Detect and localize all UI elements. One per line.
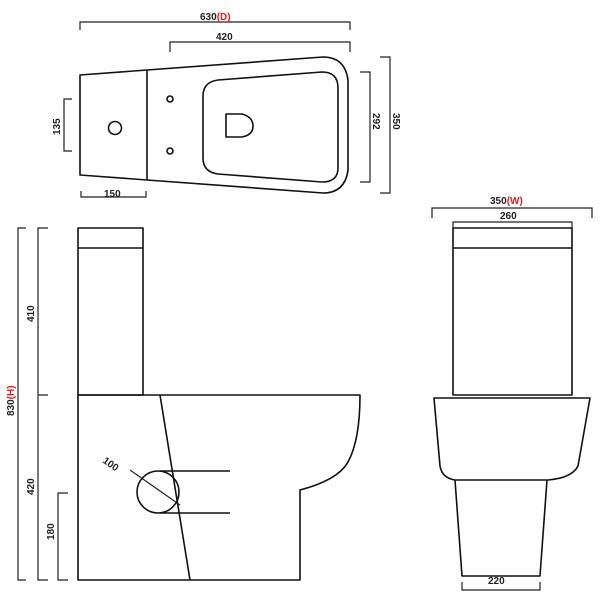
dim-base-width-label: 220 — [488, 576, 505, 587]
dim-line-overall-width — [380, 56, 391, 194]
pan-front-outline — [433, 397, 591, 481]
dim-height-label: 830(H) — [6, 385, 17, 416]
dim-line-width — [431, 207, 593, 218]
cistern-front — [452, 227, 573, 396]
dim-cistern-depth-label: 150 — [104, 189, 121, 200]
dim-line-height — [17, 227, 26, 581]
dim-pan-height-label: 420 — [26, 478, 37, 495]
dim-seat-length-label: 420 — [216, 32, 233, 43]
top-outline — [79, 56, 349, 194]
fixing-hole — [166, 95, 174, 103]
front-view: 350(W) 260 220 — [431, 196, 593, 591]
pan-inner-line — [159, 394, 191, 581]
dim-line-cistern-pan — [37, 227, 48, 581]
dim-line-base-width — [461, 582, 541, 591]
dim-outlet-height-label: 180 — [46, 523, 57, 540]
dim-line-seat-width — [360, 71, 371, 183]
dim-line-outlet — [129, 469, 181, 506]
dim-depth-label: 630(D) — [200, 12, 231, 23]
dim-line-outlet-height — [57, 492, 68, 581]
dim-seat-width-label: 292 — [370, 113, 381, 130]
cistern-side — [77, 227, 144, 396]
flush-button-hole — [107, 120, 123, 136]
top-view: 630(D) 420 135 150 292 350 — [52, 12, 401, 200]
dim-line-depth — [79, 21, 351, 30]
dim-outlet-label: 100 — [100, 455, 120, 474]
dim-cistern-height-label: 410 — [26, 305, 37, 322]
drain-outline — [225, 113, 254, 138]
side-view: 100 830(H) 410 420 180 — [6, 227, 361, 581]
dim-width-label: 350(W) — [490, 196, 523, 207]
pedestal-front — [454, 479, 548, 577]
dim-overall-width-label: 350 — [390, 113, 401, 130]
dim-line-cistern-width — [452, 221, 573, 230]
outlet-circle — [136, 470, 180, 514]
dim-line-seat-length — [169, 41, 351, 52]
fixing-hole — [166, 147, 174, 155]
dim-flush-offset-label: 135 — [52, 118, 63, 135]
dim-cistern-width-label: 260 — [500, 211, 517, 222]
dim-line-flush-offset — [63, 98, 72, 152]
pan-side-outline — [77, 394, 361, 581]
seat-outline — [202, 71, 339, 183]
dim-line-cistern-depth — [80, 191, 147, 198]
